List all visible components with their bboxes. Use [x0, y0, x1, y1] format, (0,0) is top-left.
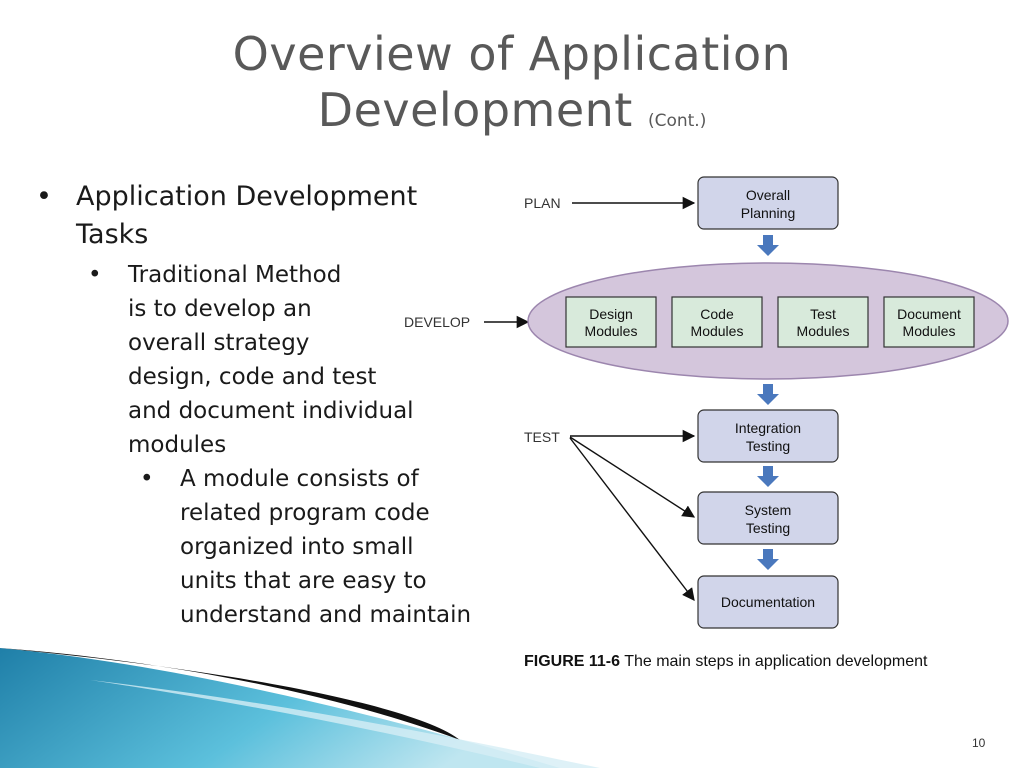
bullet-line: design, code and test [128, 364, 377, 390]
box-label: Design [589, 306, 633, 322]
box-label: Modules [585, 323, 638, 339]
box-label: Documentation [721, 594, 815, 610]
bullet-marker: • [36, 181, 52, 212]
box-label: Test [810, 306, 836, 322]
bullet-line: overall strategy [128, 330, 310, 356]
box-label: Overall [746, 187, 790, 203]
box-documentation [697, 575, 839, 629]
bullet-marker: • [140, 466, 154, 492]
box-label: Modules [691, 323, 744, 339]
figure-caption-text: The main steps in application developmen… [624, 653, 928, 670]
box-label: Modules [797, 323, 850, 339]
bullet-level-3: • A module consists of related program c… [140, 462, 540, 632]
bullet-line: Tasks [76, 219, 149, 250]
bullet-line: modules [128, 432, 227, 458]
box-label: Integration [735, 420, 801, 436]
arrow-test-to-system [569, 436, 696, 518]
box-label: Planning [741, 205, 796, 221]
box-overall-planning [697, 176, 839, 230]
figure-number: FIGURE 11-6 [524, 653, 621, 670]
stage-label-test: TEST [524, 429, 560, 445]
box-document-modules [883, 296, 975, 348]
arrow-test-to-documentation [569, 437, 695, 602]
figure-caption: FIGURE 11-6 The main steps in applicatio… [524, 651, 944, 673]
bullet-row: • Traditional Method is to develop an ov… [88, 258, 488, 462]
bullet-level-1: • Application Development Tasks [36, 178, 496, 254]
box-code-modules [671, 296, 763, 348]
bullet-line: A module consists of [180, 466, 419, 492]
title-line-2: Development (Cont.) [0, 82, 1024, 149]
page-number: 10 [972, 736, 986, 750]
box-label: Testing [746, 520, 790, 536]
flow-arrow-down-icon [757, 384, 779, 405]
bullet-marker: • [88, 262, 102, 288]
develop-ellipse [527, 262, 1009, 380]
flow-arrow-down-icon [757, 466, 779, 487]
box-label: Document [897, 306, 961, 322]
box-design-modules [565, 296, 657, 348]
box-label: Code [700, 306, 734, 322]
stage-label-plan: PLAN [524, 195, 561, 211]
bullet-row: • Application Development Tasks [36, 178, 496, 254]
slide-title: Overview of Application Development (Con… [0, 26, 1024, 149]
bullet-line: units that are easy to [180, 568, 427, 594]
box-label: Modules [903, 323, 956, 339]
box-integration-testing [697, 409, 839, 463]
bullet-line: Traditional Method [128, 262, 342, 288]
title-suffix: (Cont.) [647, 111, 707, 131]
stage-label-develop: DEVELOP [404, 314, 470, 330]
bullet-line: is to develop an [128, 296, 312, 322]
flow-arrow-down-icon [757, 549, 779, 570]
bullet-line: understand and maintain [180, 602, 472, 628]
bullet-level-2: • Traditional Method is to develop an ov… [88, 258, 488, 462]
flow-arrow-down-icon [757, 235, 779, 256]
box-label: Testing [746, 438, 790, 454]
bullet-line: organized into small [180, 534, 414, 560]
box-test-modules [777, 296, 869, 348]
bullet-line: and document individual [128, 398, 414, 424]
bullet-row: • A module consists of related program c… [140, 462, 540, 632]
title-line-2-text: Development [317, 83, 633, 137]
bullet-line: Application Development [76, 181, 418, 212]
box-label: System [745, 502, 792, 518]
box-system-testing [697, 491, 839, 545]
bullet-line: related program code [180, 500, 430, 526]
title-line-1: Overview of Application [232, 27, 792, 81]
